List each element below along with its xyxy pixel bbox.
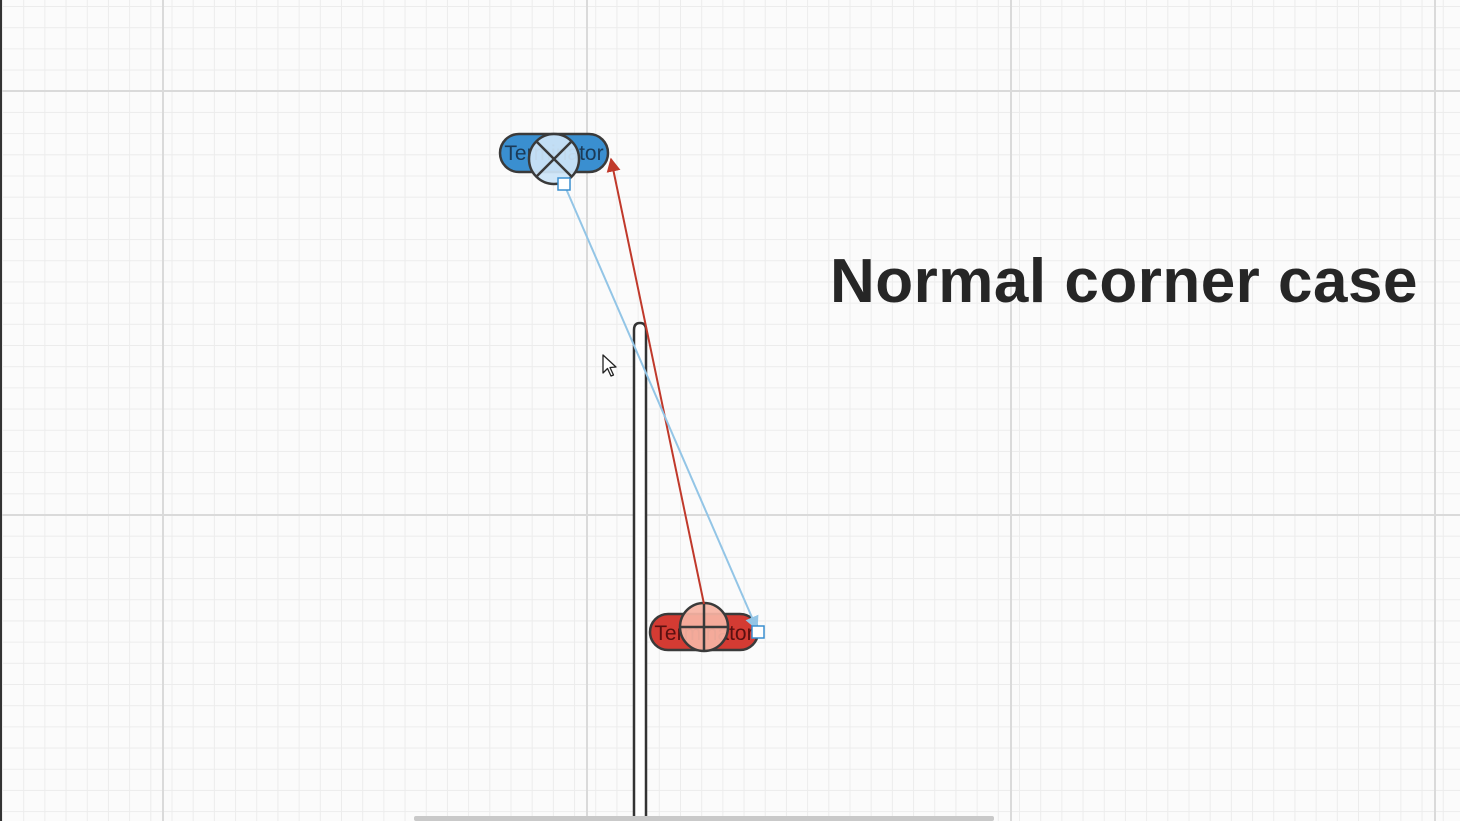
mouse-pointer-icon	[602, 354, 617, 377]
connection-handle-source[interactable]	[557, 177, 571, 191]
blue-connector-edge[interactable]	[563, 183, 759, 631]
red-terminator-shape[interactable]: Terminator	[648, 601, 760, 653]
blue-terminator-shape[interactable]: Terminator	[498, 132, 610, 186]
red-connector-edge[interactable]	[606, 157, 705, 605]
plus-mark-icon	[680, 603, 728, 651]
x-mark-icon	[536, 141, 572, 177]
horizontal-scrollbar[interactable]	[414, 816, 994, 821]
connection-handle-target[interactable]	[751, 625, 765, 639]
vertical-bar-shape[interactable]	[632, 321, 648, 821]
slide-heading: Normal corner case	[830, 247, 1418, 316]
